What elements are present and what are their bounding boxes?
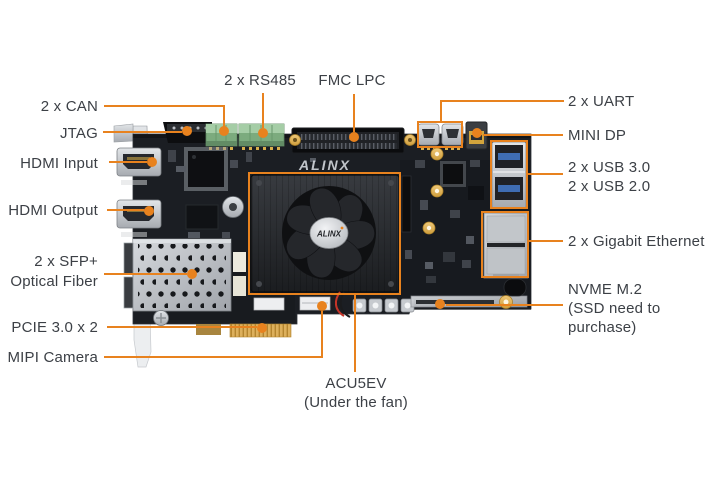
callout-line-uart (440, 100, 564, 121)
label-hdmi-input: HDMI Input (20, 155, 98, 172)
usb-port-stack (491, 141, 527, 209)
callout-dot-nvme (435, 299, 445, 309)
label-pcie-3-0-x2: PCIE 3.0 x 2 (11, 319, 98, 336)
callout-overlay (103, 93, 564, 372)
highlight-box-uart (417, 121, 463, 148)
callout-dot-jtag (182, 126, 192, 136)
fpga-chips (184, 147, 484, 233)
label-2x-rs485: 2 x RS485 (224, 72, 296, 89)
label-acu5ev-under-fan: ACU5EV (Under the fan) (304, 375, 408, 411)
callout-dot-fmc (349, 132, 359, 142)
callout-dot-hdmi-input (147, 157, 157, 167)
callout-dot-can (219, 126, 229, 136)
highlight-box-ethernet (481, 211, 529, 278)
fmc-lpc-connector (289, 127, 416, 154)
cooling-fan: ALINX (250, 174, 400, 293)
callout-dot-mipi (317, 301, 327, 311)
callout-dot-sfp (187, 269, 197, 279)
label-jtag: JTAG (59, 125, 98, 142)
label-2x-can: 2 x CAN (40, 98, 98, 115)
callout-dot-rs485 (258, 128, 268, 138)
label-2x-uart: 2 x UART (568, 93, 635, 110)
highlight-box-usb (490, 140, 528, 209)
uart-mini-usb-ports (417, 123, 464, 150)
callout-line-can (104, 105, 225, 127)
callout-dots (144, 126, 482, 333)
label-hdmi-output: HDMI Output (8, 202, 98, 219)
alinx-silkscreen: ALINX (298, 157, 351, 173)
user-buttons (352, 298, 415, 313)
label-fmc-lpc: FMC LPC (318, 72, 386, 89)
highlight-box-fan (248, 172, 401, 295)
pcie-gold-fingers (196, 323, 292, 338)
label-nvme-m2: NVME M.2 (SSD need to purchase) (568, 281, 661, 336)
sfp-cage (123, 238, 246, 326)
callout-dot-pcie (257, 323, 267, 333)
callout-line-mipi (104, 311, 323, 358)
callout-dot-mini-dp (472, 128, 482, 138)
label-2x-sfp-optical-fiber: 2 x SFP+ Optical Fiber (10, 253, 98, 290)
label-mini-dp: MINI DP (568, 127, 627, 144)
label-mipi-camera: MIPI Camera (7, 349, 98, 366)
callout-dot-hdmi-output (144, 206, 154, 216)
gigabit-ethernet-ports (483, 212, 529, 279)
label-2x-gigabit-ethernet: 2 x Gigabit Ethernet (568, 233, 705, 250)
fan-hub-logo: ALINX (316, 230, 342, 239)
gold-standoffs (422, 147, 444, 235)
small-components (168, 150, 480, 306)
label-usb-ports: 2 x USB 3.0 2 x USB 2.0 (568, 159, 651, 195)
